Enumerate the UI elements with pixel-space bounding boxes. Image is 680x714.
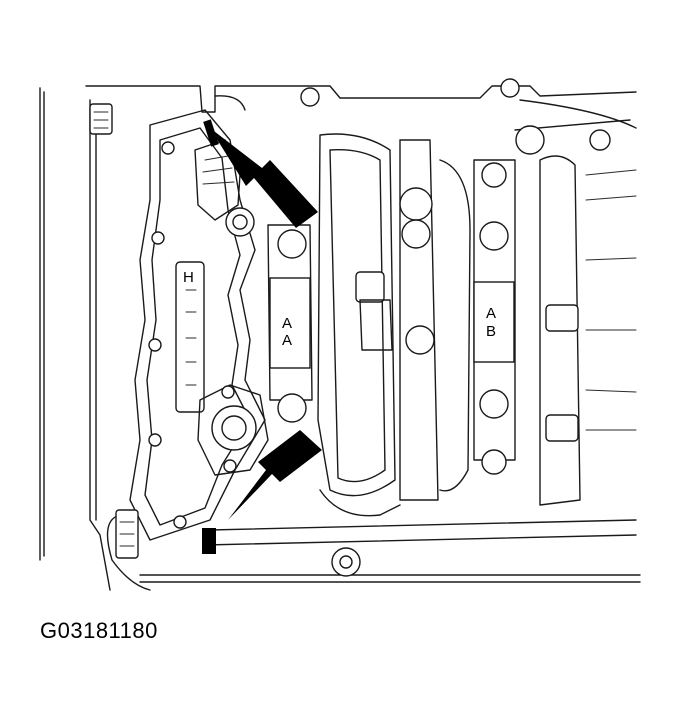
right-cap-label-top: A	[486, 305, 496, 322]
top-bosses	[214, 78, 631, 155]
gauge-marker-label: H	[183, 269, 194, 286]
left-bolt	[89, 103, 113, 135]
far-right-cap	[519, 99, 637, 506]
sump-rail	[115, 489, 637, 577]
pointer-arrows	[202, 119, 322, 554]
left-bearing-cap: A A	[267, 224, 313, 423]
block-outline	[39, 85, 641, 591]
right-cap-label-bottom: B	[486, 323, 496, 340]
upper-arrow	[210, 128, 318, 228]
lower-arrow	[228, 430, 322, 520]
left-cap-label-bottom: A	[282, 332, 292, 349]
figure-id-label: G03181180	[40, 618, 158, 643]
right-bearing-cap: A B	[473, 159, 516, 475]
lower-arrow-marker	[202, 528, 216, 554]
gauge-strip: H	[175, 261, 205, 413]
pump-body	[197, 384, 269, 476]
crankshaft	[317, 133, 471, 501]
upper-gear	[194, 139, 255, 237]
upper-arrow-marker	[203, 119, 219, 147]
engine-block-line-drawing: H A A	[39, 78, 641, 591]
left-cap-label-top: A	[282, 315, 292, 332]
